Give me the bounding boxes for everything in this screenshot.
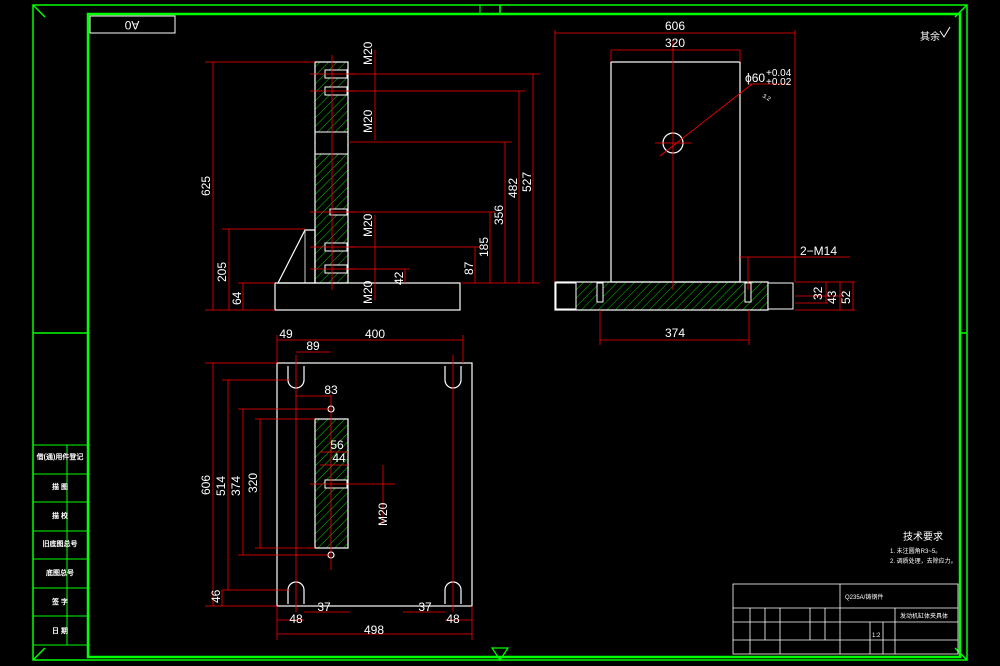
dim-52: 52 [839,290,853,304]
scale-text: 1:2 [872,633,881,639]
dim-606-side: 606 [665,19,685,33]
dim-49: 49 [279,327,293,341]
dim-43: 43 [825,290,839,304]
dim-37-left: 37 [317,600,331,614]
corner-code-box: A0 [89,15,176,34]
side-label-4: 旧底图总号 [43,539,78,548]
technical-notes: 技术要求 1. 未注圆角R3~5。 2. 调质处理，去除应力。 [890,530,957,565]
dim-87: 87 [462,261,476,275]
front-thread-2: M20 [361,109,375,133]
dim-48-left: 48 [289,612,303,626]
dim-527: 527 [520,172,534,192]
top-thread: M20 [376,502,390,526]
side-label-7: 日 期 [52,626,68,635]
dim-42: 42 [392,271,406,285]
title-block [732,583,959,655]
side-thread-label: 2−M14 [800,244,837,258]
front-thread-4: M20 [361,280,375,304]
dim-374-top: 374 [229,476,243,496]
hole-tolerance-upper: +0.04 [766,68,792,79]
dim-625: 625 [199,176,213,196]
dim-44: 44 [332,451,346,465]
dim-320-top: 320 [246,473,260,493]
front-view: M20 M20 M20 M20 625 527 482 356 185 205 … [199,41,540,311]
dim-482: 482 [506,178,520,198]
dim-400: 400 [365,327,385,341]
dim-356: 356 [492,205,506,225]
note-1: 1. 未注圆角R3~5。 [890,547,941,555]
side-label-6: 签 字 [51,597,68,606]
dim-48-right: 48 [446,612,460,626]
dim-185: 185 [477,237,491,257]
hole-tolerance-lower: +0.02 [766,77,792,88]
corner-code-text: A0 [124,18,139,32]
side-label-1: 借(通)用件登记 [36,452,84,461]
notes-title: 技术要求 [903,530,943,543]
dim-606-top: 606 [199,475,213,495]
side-label-2: 描 图 [52,482,68,491]
side-label-3: 描 校 [52,511,69,520]
dim-374-side: 374 [665,326,685,340]
note-2: 2. 调质处理，去除应力。 [890,557,957,565]
dim-64: 64 [230,291,244,305]
dim-56: 56 [330,438,344,452]
front-thread-3: M20 [361,213,375,237]
front-thread-1: M20 [361,41,375,65]
dim-320-side: 320 [665,36,685,50]
roughness-note-text: 其余 [920,30,940,43]
part-name-text: 发动机缸体夹具体 [900,612,948,620]
dim-205: 205 [215,262,229,282]
dim-37-right: 37 [418,600,432,614]
material-text: Q235A/铸钢件 [845,593,883,601]
dim-46: 46 [209,589,223,603]
dim-514: 514 [214,476,228,496]
dim-498: 498 [364,623,384,637]
side-view: 606 320 374 ϕ60 +0.04 +0.02 3.2 2−M14 32… [554,19,855,345]
roughness-note: 其余 [920,26,951,43]
side-label-5: 底图总号 [46,568,74,577]
top-view: 49 400 89 83 56 44 37 37 48 48 498 606 5… [199,327,473,640]
hole-diameter: ϕ60 [745,71,765,85]
hole-roughness: 3.2 [761,94,772,104]
dim-89: 89 [306,339,320,353]
dim-83: 83 [324,383,338,397]
side-panel: 借(通)用件登记 描 图 描 校 旧底图总号 底图总号 签 字 日 期 [32,444,89,646]
sheet-frame [32,4,968,662]
dim-32: 32 [811,286,825,300]
